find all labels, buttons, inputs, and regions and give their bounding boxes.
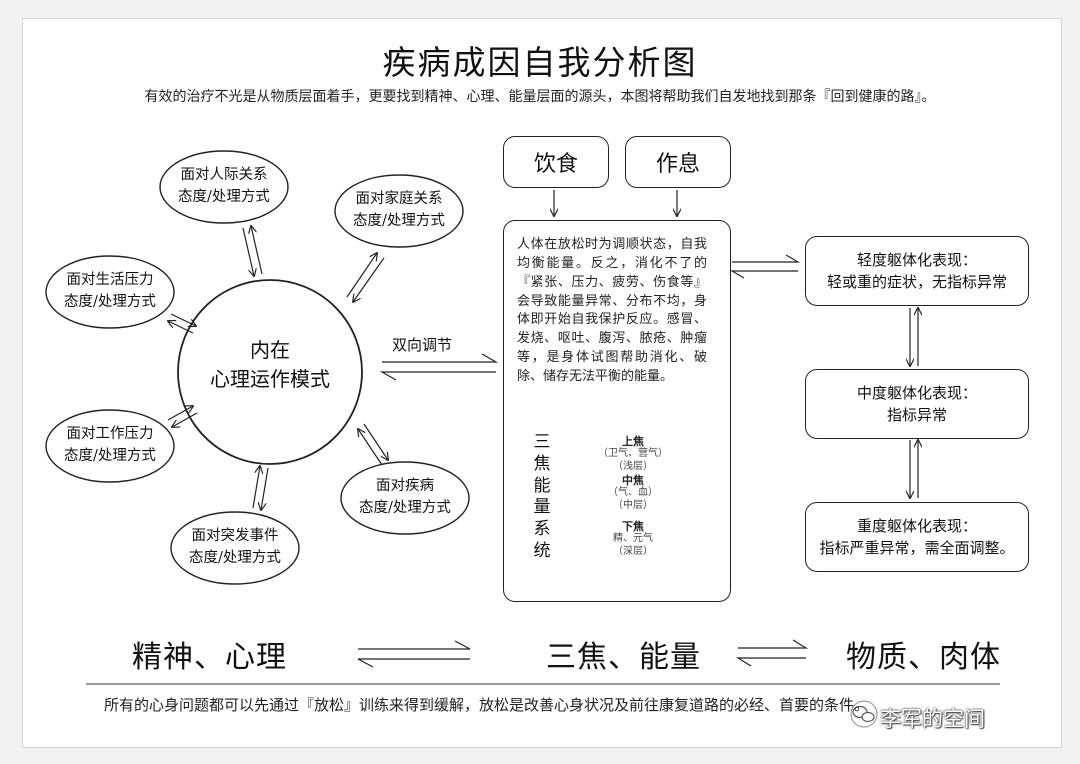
arrow-emergency-in (261, 467, 269, 510)
wechat-logo-icon (850, 700, 878, 728)
mind-circle (177, 279, 363, 465)
bubble-work-pressure: 面对工作压力态度/处理方式 (46, 410, 174, 482)
lower-jiao-detail: 精、元气 （深层） (588, 532, 678, 558)
regulate-arrow-left (379, 371, 496, 381)
middle-jiao-qi: （气、血） (608, 487, 658, 498)
moderate-somatization-box: 中度躯体化表现： 指标异常 (805, 369, 1029, 439)
diet-box: 饮食 (503, 136, 609, 188)
bubble-life-pressure-shape (45, 255, 175, 329)
bubble-line1: 面对突发事件 (191, 528, 279, 545)
lower-jiao-qi: 精、元气 (613, 533, 653, 544)
arrow-emergency-out (252, 466, 260, 509)
arrow-family-in (353, 257, 385, 302)
bubble-emergency-shape (170, 511, 300, 585)
bubble-line2: 态度/处理方式 (64, 448, 156, 464)
diet-label: 饮食 (533, 152, 578, 177)
bubble-line2: 态度/处理方式 (359, 500, 451, 516)
bubble-illness-shape (340, 461, 470, 535)
bubble-line2: 态度/处理方式 (178, 189, 270, 205)
arrow-interpersonal-in (251, 226, 263, 275)
bubble-work-pressure-shape (45, 409, 175, 483)
upper-jiao-name: 上焦 (622, 435, 644, 448)
center-line1: 内在 (250, 338, 290, 362)
bubble-interpersonal-shape (159, 150, 289, 224)
upper-jiao-layer: （浅层） (613, 461, 653, 472)
bubble-emergency: 面对突发事件态度/处理方式 (171, 512, 299, 584)
bottom-label-body: 物质、肉体 (846, 640, 1001, 675)
mild-title: 轻度躯体化表现： (856, 250, 977, 269)
bubble-line2: 态度/处理方式 (353, 213, 445, 229)
upper-jiao-qi: （卫气、营气） (598, 448, 668, 459)
rest-label: 作息 (655, 152, 700, 177)
footer-note: 所有的心身问题都可以先通过『放松』训练来得到缓解，放松是改善心身状况及前往康复道… (104, 696, 870, 714)
bubble-line1: 面对人际关系 (180, 167, 268, 184)
lower-jiao-name: 下焦 (622, 520, 644, 533)
mild-desc: 轻或重的症状，无指标异常 (826, 273, 1007, 291)
bubble-line1: 面对生活压力 (66, 272, 154, 289)
arrow-illness-out (363, 423, 388, 460)
bubble-family-shape (334, 174, 464, 248)
arrow-work-in (172, 412, 198, 427)
bubble-interpersonal: 面对人际关系态度/处理方式 (160, 151, 288, 223)
bottom-label-spirit: 精神、心理 (132, 640, 287, 675)
arrow-illness-in (358, 429, 383, 466)
moderate-title: 中度躯体化表现： (856, 383, 977, 402)
bubble-line2: 态度/处理方式 (189, 550, 281, 566)
bottom-arrow-right-left (735, 657, 806, 667)
severe-title: 重度躯体化表现： (856, 516, 977, 535)
moderate-desc: 指标异常 (886, 406, 947, 424)
bidirectional-label: 双向调节 (392, 336, 453, 354)
arrow-work-out (167, 406, 193, 421)
arrow-family-out (346, 253, 377, 298)
bubble-line1: 面对家庭关系 (355, 191, 443, 208)
severe-somatization-box: 重度躯体化表现： 指标严重异常，需全面调整。 (805, 502, 1029, 572)
bubble-line1: 面对疾病 (375, 478, 434, 495)
middle-jiao-detail: （气、血） （中层） (588, 486, 678, 512)
bubble-illness: 面对疾病态度/处理方式 (341, 462, 469, 534)
rest-box: 作息 (625, 136, 731, 188)
regulate-arrow-right (382, 353, 499, 363)
arrow-life-in (168, 321, 194, 334)
page-title: 疾病成因自我分析图 (382, 43, 698, 82)
upper-jiao-detail: （卫气、营气） （浅层） (588, 447, 678, 473)
arrow-life-out (170, 313, 196, 326)
bottom-arrow-right-right (738, 639, 809, 649)
mind-center-label: 内在 心理运作模式 (185, 336, 355, 394)
page-subtitle: 有效的治疗不光是从物质层面着手，更要找到精神、心理、能量层面的源头，本图将帮助我… (144, 89, 936, 105)
middle-jiao-name: 中焦 (622, 474, 644, 487)
body-to-symptoms-arrow (732, 254, 801, 263)
bottom-arrow-left-left (357, 658, 470, 668)
bottom-label-energy: 三焦、能量 (546, 640, 701, 675)
arrow-interpersonal-out (242, 227, 254, 276)
middle-jiao-layer: （中层） (613, 500, 653, 511)
center-line2: 心理运作模式 (210, 367, 330, 391)
body-description: 人体在放松时为调顺状态，自我均衡能量。反之，消化不了的『紧张、压力、疲劳、伤食等… (517, 237, 707, 384)
severe-desc: 指标严重异常，需全面调整。 (819, 539, 1015, 557)
wechat-watermark: 李军的空间 (880, 707, 985, 731)
sanjiao-label: 三焦能量系统 (533, 432, 551, 561)
lower-jiao-layer: （深层） (613, 546, 653, 557)
bubble-life-pressure: 面对生活压力态度/处理方式 (46, 256, 174, 328)
symptoms-to-body-arrow (729, 270, 798, 279)
bubble-line2: 态度/处理方式 (64, 294, 156, 310)
mild-somatization-box: 轻度躯体化表现： 轻或重的症状，无指标异常 (805, 236, 1029, 306)
body-energy-box (503, 220, 731, 602)
bubble-family: 面对家庭关系态度/处理方式 (335, 175, 463, 247)
bottom-arrow-left-right (358, 640, 471, 650)
bubble-line1: 面对工作压力 (66, 426, 154, 443)
